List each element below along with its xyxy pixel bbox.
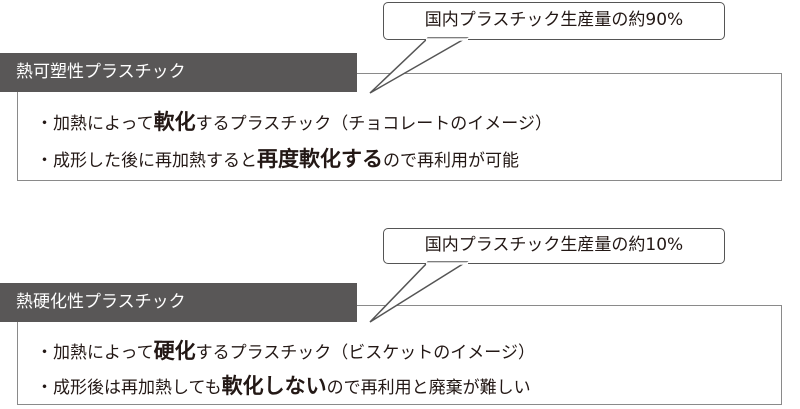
text-segment: ので再利用と廃棄が難しい (326, 378, 531, 398)
text-segment: ・成形後は再加熱しても (36, 378, 222, 398)
category-title: 熱硬化性プラスチック (0, 283, 357, 322)
emphasized-text: 軟化 (153, 110, 196, 134)
production-share-callout: 国内プラスチック生産量の約90% (383, 2, 725, 40)
description-line: ・加熱によって硬化するプラスチック（ビスケットのイメージ） (36, 335, 535, 365)
production-share-callout: 国内プラスチック生産量の約10% (383, 228, 725, 264)
text-segment: するプラスチック（チョコレートのイメージ） (195, 114, 552, 134)
thermoset-panel: 国内プラスチック生産量の約10% 熱硬化性プラスチック ・加熱によって硬化するプ… (0, 228, 782, 405)
emphasized-text: 軟化しない (221, 374, 327, 398)
description-line: ・加熱によって軟化するプラスチック（チョコレートのイメージ） (36, 106, 552, 136)
thermoplastic-panel: 国内プラスチック生産量の約90% 熱可塑性プラスチック ・加熱によって軟化するプ… (0, 2, 782, 181)
callout-tail (369, 37, 469, 94)
description-line: ・成形後は再加熱しても軟化しないので再利用と廃棄が難しい (36, 370, 531, 400)
description-line: ・成形した後に再加熱すると再度軟化するので再利用が可能 (36, 143, 519, 173)
text-segment: ・成形した後に再加熱すると (36, 151, 257, 171)
emphasized-text: 硬化 (153, 339, 196, 363)
text-segment: ・加熱によって (36, 114, 154, 134)
emphasized-text: 再度軟化する (257, 147, 383, 171)
callout-tail (369, 261, 469, 323)
category-title: 熱可塑性プラスチック (0, 53, 357, 92)
text-segment: ・加熱によって (36, 343, 154, 363)
text-segment: ので再利用が可能 (383, 151, 519, 171)
text-segment: するプラスチック（ビスケットのイメージ） (195, 343, 535, 363)
